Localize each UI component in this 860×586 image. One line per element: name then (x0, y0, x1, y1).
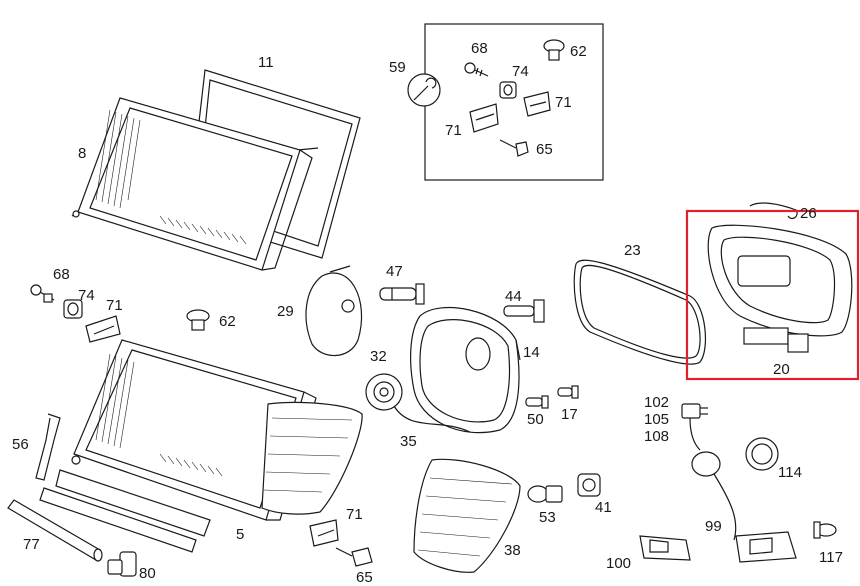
part-50-bulb[interactable] (525, 395, 549, 409)
label-23: 23 (624, 242, 641, 259)
label-68-lower: 68 (53, 266, 70, 283)
label-71-upper-left: 71 (445, 122, 462, 139)
label-14: 14 (523, 344, 540, 361)
part-38-turn-signal-lens[interactable] (413, 458, 521, 573)
label-20: 20 (773, 361, 790, 378)
part-44-bulb[interactable] (503, 299, 545, 323)
label-80: 80 (139, 565, 156, 582)
part-5-headlamp-assembly[interactable] (39, 339, 363, 553)
label-105: 105 (644, 411, 669, 428)
label-117: 117 (819, 549, 843, 566)
part-74-nut-upper[interactable] (499, 81, 517, 99)
part-71-clip-left[interactable] (469, 103, 499, 133)
highlight-box (685, 209, 860, 381)
label-62-lower: 62 (219, 313, 236, 330)
part-62-clip-upper[interactable] (543, 39, 565, 61)
label-77: 77 (23, 536, 40, 553)
label-29: 29 (277, 303, 294, 320)
label-62-upper: 62 (570, 43, 587, 60)
part-56-bracket[interactable] (35, 413, 61, 481)
label-108: 108 (644, 428, 669, 445)
label-38: 38 (504, 542, 521, 559)
label-5: 5 (236, 526, 244, 543)
label-99: 99 (705, 518, 722, 535)
part-35-cable[interactable] (393, 405, 471, 433)
label-53: 53 (539, 509, 556, 526)
label-65-lower: 65 (356, 569, 373, 586)
part-41-socket[interactable] (577, 473, 601, 497)
label-71-lower-left: 71 (106, 297, 123, 314)
label-8: 8 (78, 145, 86, 162)
label-56: 56 (12, 436, 29, 453)
part-59-wrench-icon[interactable] (407, 73, 441, 107)
part-99-grommet-cable[interactable] (691, 451, 737, 541)
part-17-bulb[interactable] (557, 385, 579, 399)
label-102: 102 (644, 394, 669, 411)
label-74-upper: 74 (512, 63, 529, 80)
label-26: 26 (800, 205, 817, 222)
part-8-headlamp-lens[interactable] (71, 97, 313, 271)
label-71-lower: 71 (346, 506, 363, 523)
part-71-clip-right[interactable] (523, 91, 551, 117)
part-47-bulb[interactable] (379, 283, 425, 305)
label-17: 17 (561, 406, 578, 423)
label-65-upper: 65 (536, 141, 553, 158)
part-100-side-marker-left[interactable] (639, 535, 691, 561)
part-114-grommet[interactable] (745, 437, 779, 471)
part-14-fog-lamp-housing[interactable] (410, 306, 521, 434)
part-71-clip-lower[interactable] (309, 519, 339, 547)
part-102-105-108-connector[interactable] (681, 403, 708, 451)
part-62-clip-lower[interactable] (186, 309, 210, 331)
label-41: 41 (595, 499, 612, 516)
part-68-screw-upper[interactable] (464, 62, 489, 77)
part-side-marker-right[interactable] (735, 531, 797, 563)
label-59: 59 (389, 59, 406, 76)
part-29-reflector[interactable] (305, 265, 363, 357)
part-68-screw-lower[interactable] (30, 284, 55, 303)
part-117-bulb[interactable] (813, 521, 837, 539)
part-77-trim-strip[interactable] (7, 499, 103, 562)
label-68-upper: 68 (471, 40, 488, 57)
label-47: 47 (386, 263, 403, 280)
label-74-lower: 74 (78, 287, 95, 304)
label-35: 35 (400, 433, 417, 450)
part-20-housing[interactable] (707, 224, 853, 353)
label-50: 50 (527, 411, 544, 428)
part-65-screw-upper[interactable] (499, 139, 529, 157)
callouts: 11 8 59 68 74 62 71 71 65 68 74 71 62 29… (12, 40, 843, 586)
part-71-clip-lower-left[interactable] (85, 315, 121, 343)
label-100: 100 (606, 555, 631, 572)
label-44: 44 (505, 288, 522, 305)
part-74-nut-lower[interactable] (63, 299, 83, 319)
part-65-screw-lower[interactable] (335, 547, 373, 567)
part-53-bulb[interactable] (527, 485, 563, 503)
part-80-clip[interactable] (107, 551, 137, 577)
part-23-gasket[interactable] (573, 259, 707, 365)
label-71-upper-right: 71 (555, 94, 572, 111)
label-114: 114 (778, 464, 802, 481)
part-32-socket[interactable] (365, 373, 403, 411)
label-32: 32 (370, 348, 387, 365)
label-11: 11 (258, 54, 274, 71)
